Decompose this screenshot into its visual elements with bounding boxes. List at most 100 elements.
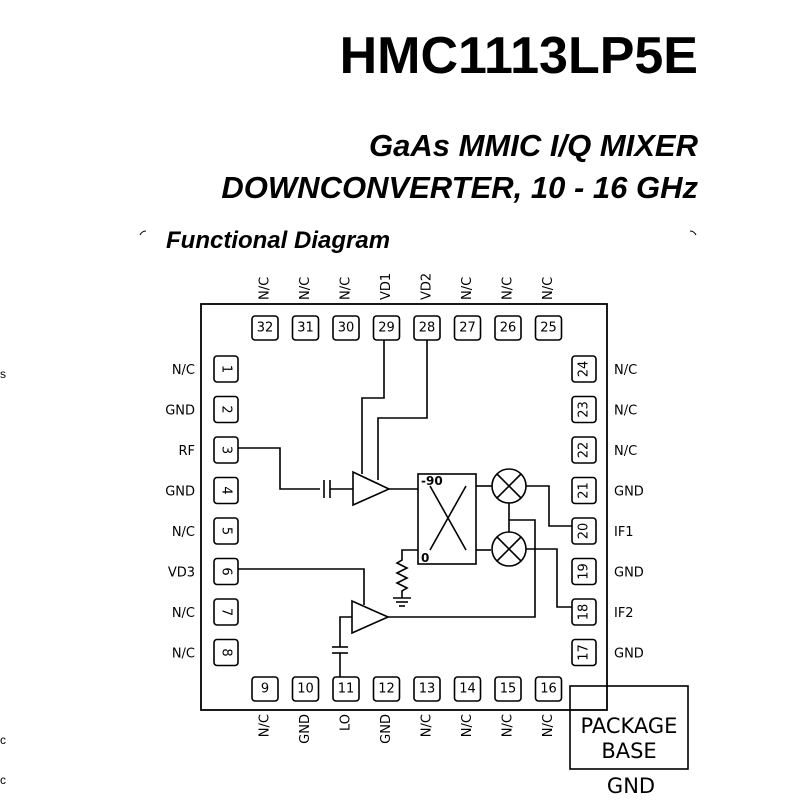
- pin-1: 1N/C: [172, 355, 239, 383]
- quadrature-hybrid: [417, 473, 477, 565]
- pin-pad: [213, 517, 239, 545]
- pin-pad: [571, 395, 597, 424]
- if1-line: [526, 485, 572, 527]
- pin-pad: [213, 638, 239, 667]
- pin-pad: [571, 638, 597, 667]
- pin-number: 4: [219, 486, 234, 494]
- vd3-line: [238, 568, 365, 605]
- pin-7: 7 N/C: [172, 598, 239, 626]
- lo-amplifier: [351, 599, 390, 635]
- pin-label: GND: [379, 714, 394, 744]
- pin-label: GND: [165, 485, 195, 500]
- pin-label: N/C: [614, 363, 637, 378]
- pin-pad: [213, 436, 239, 464]
- pin-24: 24 N/C: [571, 355, 637, 383]
- pin-pad: [213, 557, 239, 586]
- pin-number: 31: [297, 321, 314, 336]
- pin-label: N/C: [460, 714, 475, 737]
- pin-pad: [453, 676, 482, 702]
- pin-label: IF1: [614, 525, 634, 540]
- lo-line: [339, 616, 352, 647]
- package-base-label-1: PACKAGE: [581, 714, 678, 738]
- pin-number: 29: [378, 321, 395, 336]
- pin-number: 11: [338, 682, 355, 697]
- pin-8: 8N/C: [172, 638, 239, 667]
- pin-pad: [213, 476, 239, 505]
- package-base-box: [569, 685, 689, 770]
- pin-label: N/C: [339, 277, 354, 300]
- mixer-bottom-cross: [496, 536, 522, 562]
- pin-number: 15: [500, 682, 517, 697]
- pin-pad: [453, 315, 482, 341]
- pin-pad: [571, 355, 597, 383]
- pin-label: GND: [614, 485, 644, 500]
- pin-number: 21: [577, 482, 592, 499]
- pin-25: 25N/C: [534, 277, 563, 341]
- edge-fragment-text: c: [0, 733, 6, 747]
- pin-19: 19 GND: [571, 557, 644, 586]
- pin-label: GND: [165, 404, 195, 419]
- termination-resistor: [395, 549, 418, 598]
- subtitle-line-2: DOWNCONVERTER, 10 - 16 GHz: [221, 170, 698, 205]
- rf-line: [238, 447, 320, 490]
- pin-pad: [291, 315, 320, 341]
- pin-label: N/C: [172, 647, 195, 662]
- pin-label: N/C: [614, 404, 637, 419]
- frame-corner: [689, 230, 697, 236]
- pin-pad: [571, 557, 597, 586]
- pin-label: GND: [614, 566, 644, 581]
- pin-number: 9: [261, 682, 269, 697]
- pin-number: 3: [219, 446, 234, 454]
- pin-number: 18: [577, 604, 592, 621]
- pin-label: N/C: [501, 714, 516, 737]
- pin-number: 19: [577, 563, 592, 580]
- pin-5: 5N/C: [172, 517, 239, 545]
- pin-pad: [534, 315, 563, 341]
- pin-pad: [571, 517, 597, 545]
- pin-number: 27: [459, 321, 476, 336]
- pin-pad: [413, 676, 441, 702]
- pin-label: RF: [178, 444, 195, 459]
- pin-number: 25: [540, 321, 557, 336]
- pin-pad: [251, 315, 279, 341]
- pin-number: 24: [577, 361, 592, 378]
- rf-amplifier: [352, 470, 391, 507]
- pin-pad: [571, 476, 597, 505]
- pin-9: 9N/C: [251, 676, 279, 737]
- pin-pad: [372, 315, 401, 341]
- package-base-ground-label: GND: [607, 774, 655, 798]
- pin-number: 2: [219, 405, 234, 413]
- pin-3: 3 RF: [178, 436, 239, 464]
- vd1-line: [361, 340, 385, 474]
- pin-number: 12: [378, 682, 395, 697]
- pin-label: N/C: [172, 606, 195, 621]
- package-body: [200, 303, 608, 711]
- pin-26: 26N/C: [494, 277, 522, 341]
- section-title: Functional Diagram: [166, 227, 391, 254]
- hybrid-phase-top: -90: [421, 474, 443, 488]
- pin-label: LO: [339, 714, 354, 731]
- pin-4: 4 GND: [165, 476, 239, 505]
- pin-number: 14: [459, 682, 476, 697]
- pin-number: 6: [219, 567, 234, 575]
- pin-label: GND: [298, 714, 313, 744]
- pin-31: 31N/C: [291, 277, 320, 341]
- pin-number: 7: [219, 608, 234, 616]
- pin-label: N/C: [420, 714, 435, 737]
- pin-number: 26: [500, 321, 517, 336]
- pin-13: 13N/C: [413, 676, 441, 737]
- pin-number: 28: [419, 321, 436, 336]
- mixer-top-cross: [496, 473, 522, 499]
- pin-label: N/C: [460, 277, 475, 300]
- pin-20: 20 IF1: [571, 517, 634, 545]
- pin-label: VD3: [168, 566, 195, 581]
- pin-number: 20: [577, 523, 592, 540]
- hybrid-cross: [429, 485, 467, 551]
